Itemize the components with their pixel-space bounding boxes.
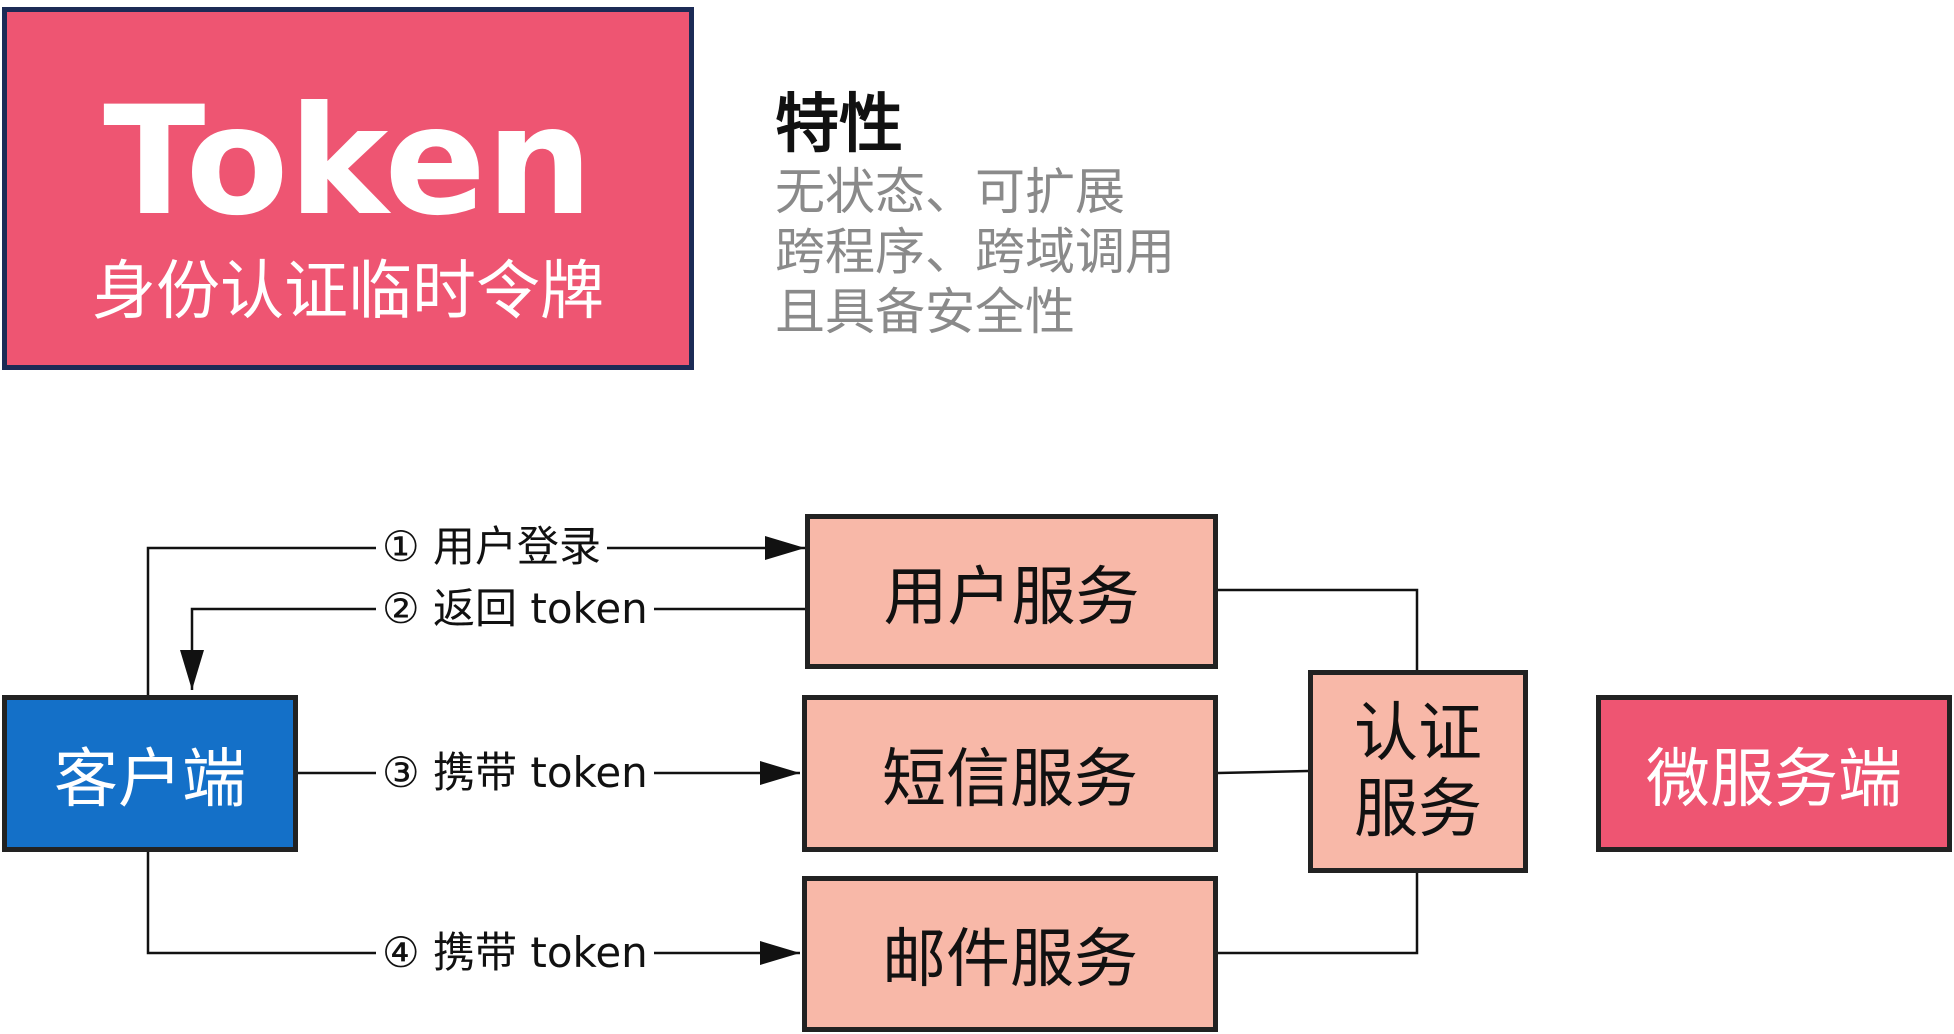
line-user-auth — [1218, 588, 1419, 670]
step-carry-token-mail-label: ④ 携带 token — [376, 928, 654, 978]
line-mail-auth — [1218, 873, 1419, 955]
title-box: Token 身份认证临时令牌 — [2, 7, 694, 370]
sms-service-box: 短信服务 — [802, 695, 1218, 852]
step-return-token-label: ② 返回 token — [376, 584, 654, 634]
feature-item: 无状态、可扩展 — [775, 163, 1125, 221]
title-subtitle: 身份认证临时令牌 — [92, 255, 604, 329]
feature-item: 且具备安全性 — [775, 283, 1075, 341]
mail-service-box: 邮件服务 — [802, 876, 1218, 1032]
line-sms-auth — [1217, 769, 1309, 775]
microservice-box: 微服务端 — [1596, 695, 1952, 852]
auth-service-line2: 服务 — [1354, 772, 1482, 847]
auth-service-line1: 认证 — [1354, 696, 1482, 771]
step-login-label: ① 用户登录 — [376, 522, 608, 572]
title-main: Token — [103, 75, 593, 249]
feature-item: 跨程序、跨域调用 — [775, 223, 1175, 281]
step-carry-token-sms-label: ③ 携带 token — [376, 748, 654, 798]
user-service-box: 用户服务 — [805, 514, 1218, 669]
features-heading: 特性 — [775, 88, 903, 162]
auth-service-box: 认证 服务 — [1308, 670, 1528, 873]
client-box: 客户端 — [2, 695, 298, 852]
